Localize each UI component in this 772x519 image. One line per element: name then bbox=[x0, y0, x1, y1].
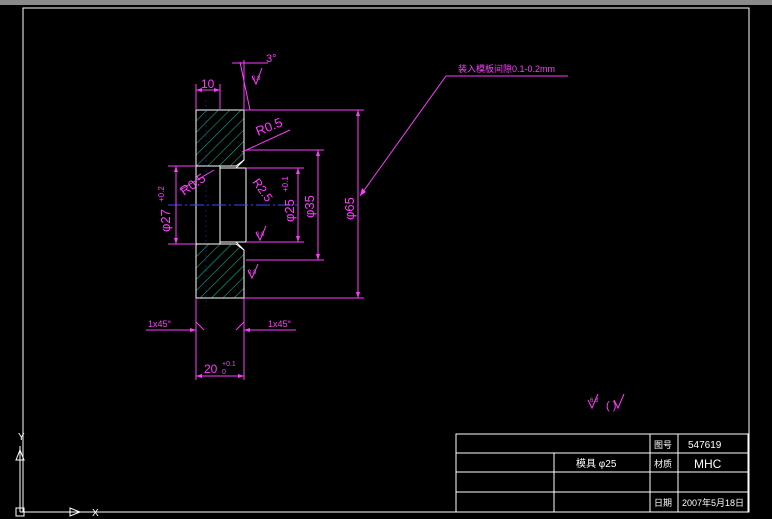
arrowheads bbox=[174, 88, 366, 378]
finish-face: 0.8 bbox=[248, 270, 257, 276]
drawing-border bbox=[22, 7, 750, 513]
material-label: 材质 bbox=[654, 458, 672, 469]
dim-angle: 3° bbox=[266, 53, 277, 65]
dim-chamfer-right: 1x45° bbox=[268, 319, 292, 329]
part-section bbox=[168, 100, 300, 306]
dim-mid-diameter: φ35 bbox=[302, 195, 317, 218]
title-block bbox=[455, 433, 749, 513]
dim-radius-left: R0.5 bbox=[177, 170, 208, 198]
dim-step-tolerance: +0.1 bbox=[281, 176, 290, 192]
dim-bore-tolerance: +0.2 bbox=[157, 186, 166, 202]
ucs-y-label: Y bbox=[18, 432, 25, 443]
finish-general: 6.3 bbox=[590, 398, 599, 404]
dim-width-top: 10 bbox=[201, 77, 215, 91]
finish-general-alt: ( ) bbox=[606, 400, 616, 412]
surface-finish-symbols bbox=[247, 67, 625, 410]
ucs-x-label: X bbox=[92, 508, 99, 519]
drawing-number: 547619 bbox=[688, 440, 722, 451]
part-name: 模具 φ25 bbox=[576, 458, 617, 470]
dim-outer-diameter: φ65 bbox=[342, 197, 357, 220]
drawing-number-label: 图号 bbox=[654, 440, 672, 450]
fit-clearance-note: 装入模板间隙0.1-0.2mm bbox=[458, 63, 555, 74]
dim-thickness-tol-lower: 0 bbox=[222, 369, 226, 376]
dimension-lines bbox=[146, 60, 568, 380]
dim-radius-inner: R2.5 bbox=[250, 176, 276, 205]
dim-bore-diameter: φ27 bbox=[158, 209, 173, 232]
dim-thickness-tol-upper: +0.1 bbox=[222, 361, 236, 368]
date-value: 2007年5月18日 bbox=[682, 497, 744, 508]
dim-chamfer-left: 1x45° bbox=[148, 319, 172, 329]
dim-thickness: 20 bbox=[204, 362, 218, 376]
hatch-upper bbox=[195, 109, 245, 167]
date-label: 日期 bbox=[654, 498, 672, 508]
hatch-lower bbox=[195, 243, 245, 299]
dim-step-diameter: φ25 bbox=[282, 199, 297, 222]
finish-inner: 0.8 bbox=[256, 232, 265, 238]
ucs-icon bbox=[15, 446, 88, 517]
finish-top: 0.8 bbox=[252, 76, 261, 82]
viewport-top-edge bbox=[0, 0, 772, 5]
material-value: MHC bbox=[694, 457, 722, 471]
